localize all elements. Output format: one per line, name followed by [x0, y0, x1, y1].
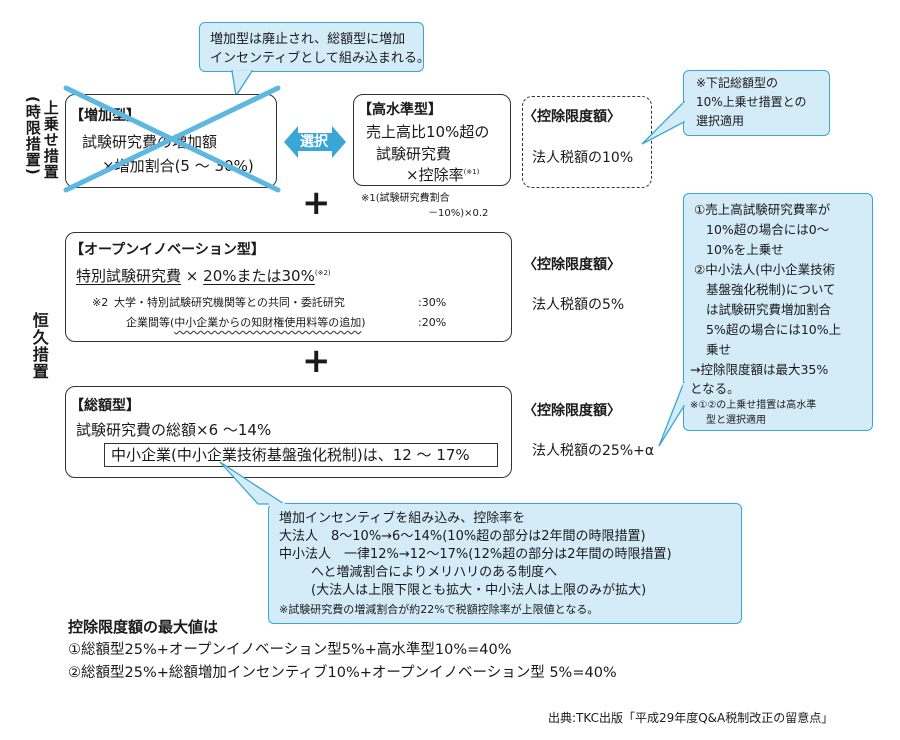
callout-surcharge-line5: 基盤強化税制)について — [706, 282, 836, 297]
open-innovation-formula: 特別試験研究費 × 20%または30%(※2) — [76, 269, 331, 284]
open-innovation-note-row2-value: :20% — [418, 316, 447, 329]
high-level-type-note-mark: (※1) — [463, 168, 480, 176]
max-limit-line1: ①総額型25%+オープンイノベーション型5%+高水準型10%=40% — [68, 642, 512, 658]
total-amount-type-title: 【総額型】 — [70, 398, 140, 414]
high-level-type-line1: 売上高比10%超の — [366, 123, 490, 141]
callout-surcharge-note2: 型と選択適用 — [706, 415, 766, 426]
side-label-temporary-main: 上乗せ措置 — [41, 100, 60, 180]
limit-value-1: 法人税額の10% — [532, 150, 634, 166]
callout-surcharge-pointer — [658, 381, 686, 447]
select-double-arrow-icon — [284, 126, 346, 158]
open-innovation-note-row1: 大学・特別試験研究機関等との共同・委託研究 — [114, 296, 345, 309]
limit-dashed-box — [522, 96, 652, 188]
open-innovation-times: × — [185, 267, 199, 285]
callout-abolition-line2: インセンティブとして組み込まれる。 — [210, 51, 430, 66]
open-innovation-note-row2-suffix: ) — [361, 316, 366, 329]
callout-surcharge-note1: ※①②の上乗せ措置は高水準 — [690, 400, 817, 411]
callout-abolition-line1: 増加型は廃止され、総額型に増加 — [210, 32, 406, 47]
callout-incentive-line6: ※試験研究費の増減割合が約22%で税額控除率が上限値となる。 — [279, 603, 599, 616]
limit-header-3: 〈控除限度額〉 — [523, 403, 621, 419]
side-label-permanent: 恒久措置 — [29, 312, 49, 380]
limit-header-1: 〈控除限度額〉 — [523, 109, 621, 125]
callout-abolition-pointer — [231, 70, 254, 98]
callout-selection-pointer — [641, 100, 686, 145]
open-innovation-note-row2-addition: 中小企業からの知財権使用料等の追加 — [174, 316, 362, 329]
high-level-type-line2: 試験研究費 — [376, 145, 452, 163]
callout-incentive-line1: 増加インセンティブを組み込み、控除率を — [279, 511, 526, 526]
callout-selection-line1: ※下記総額型の — [696, 76, 779, 90]
open-innovation-note-mark: (※2) — [314, 269, 331, 277]
high-level-type-title: 【高水準型】 — [358, 102, 442, 118]
open-innovation-box: 【オープンイノベーション型】 特別試験研究費 × 20%または30%(※2) ※… — [65, 232, 512, 342]
plus-sign-1: + — [302, 183, 331, 223]
callout-incentive-line2: 大法人 8～10%→6～14%(10%超の部分は2年間の時限措置) — [279, 529, 646, 544]
total-amount-type-box: 【総額型】 試験研究費の総額×6 ～14% 中小企業(中小企業技術基盤強化税制)… — [65, 386, 512, 478]
side-label-temporary: (時限措置) — [23, 96, 42, 176]
limit-value-2: 法人税額の5% — [532, 297, 625, 313]
callout-selection-note: ※下記総額型の 10%上乗せ措置との 選択適用 — [683, 70, 830, 136]
total-amount-type-line1: 試験研究費の総額×6 ～14% — [76, 421, 272, 439]
side-label-permanent-text: 恒久措置 — [29, 312, 49, 380]
callout-surcharge-note: ①売上高試験研究費率が 10%超の場合には0～ 10%を上乗せ ②中小法人(中小… — [683, 193, 873, 431]
side-label-temporary-sub: (時限措置) — [23, 96, 42, 176]
limit-value-3: 法人税額の25%+α — [532, 443, 655, 459]
callout-surcharge-line2: 10%超の場合には0～ — [706, 222, 830, 237]
sme-rate-text: 中小企業(中小企業技術基盤強化税制)は、12 ～ 17% — [111, 446, 470, 464]
callout-surcharge-line3: 10%を上乗せ — [706, 242, 784, 257]
side-label-temporary-main-text: 上乗せ措置 — [41, 100, 60, 180]
open-innovation-note-label: ※2 — [92, 296, 109, 309]
callout-surcharge-line4: ②中小法人(中小企業技術 — [694, 262, 836, 277]
callout-surcharge-line6: は試験研究費増加割合 — [706, 302, 832, 317]
callout-selection-line2: 10%上乗せ措置との — [696, 95, 807, 109]
source-citation: 出典:TKC出版「平成29年度Q&A税制改正の留意点」 — [548, 711, 834, 725]
open-innovation-note-row1-value: :30% — [418, 296, 447, 309]
callout-incentive-line3: 中小法人 一律12%→12～17%(12%超の部分は2年間の時限措置) — [279, 547, 672, 562]
callout-incentive-line5: (大法人は上限下限とも拡大・中小法人は上限のみが拡大) — [311, 583, 647, 598]
open-innovation-expense: 特別試験研究費 — [76, 267, 182, 285]
callout-surcharge-line8: 乗せ — [706, 342, 732, 357]
high-level-footnote-2: －10%)×0.2 — [428, 208, 489, 219]
max-limit-line2: ②総額型25%+総額増加インセンティブ10%+オープンイノベーション型 5%=4… — [68, 665, 617, 681]
select-label: 選択 — [300, 134, 328, 150]
callout-abolition: 増加型は廃止され、総額型に増加 インセンティブとして組み込まれる。 — [199, 22, 430, 72]
open-innovation-rate: 20%または30% — [203, 267, 315, 285]
high-level-type-rate: ×控除率 — [406, 166, 464, 184]
high-level-type-line3: ×控除率(※1) — [406, 168, 479, 183]
callout-surcharge-line1: ①売上高試験研究費率が — [694, 202, 831, 217]
callout-incentive-joint — [269, 503, 285, 506]
sme-rate-box: 中小企業(中小企業技術基盤強化税制)は、12 ～ 17% — [104, 443, 498, 467]
limit-header-2: 〈控除限度額〉 — [523, 257, 621, 273]
plus-sign-2: + — [302, 341, 331, 381]
callout-surcharge-line10: となる。 — [690, 381, 740, 396]
high-level-type-box: 【高水準型】 売上高比10%超の 試験研究費 ×控除率(※1) — [353, 94, 511, 186]
callout-incentive: 増加インセンティブを組み込み、控除率を 大法人 8～10%→6～14%(10%超… — [268, 503, 742, 624]
callout-surcharge-line7: 5%超の場合には10%上 — [706, 322, 842, 337]
high-level-footnote-1: ※1(試験研究費割合 — [361, 193, 450, 204]
abolished-cross-icon — [63, 85, 281, 193]
open-innovation-note-row2-prefix: 企業間等( — [126, 316, 175, 329]
open-innovation-note-row2: 企業間等(中小企業からの知財権使用料等の追加) — [126, 317, 366, 328]
open-innovation-title: 【オープンイノベーション型】 — [70, 242, 265, 258]
callout-incentive-line4: へと増減割合によりメリハリのある制度へ — [311, 565, 558, 580]
callout-selection-line3: 選択適用 — [696, 114, 745, 128]
callout-surcharge-line9: →控除限度額は最大35% — [690, 362, 829, 377]
max-limit-heading: 控除限度額の最大値は — [68, 618, 219, 636]
